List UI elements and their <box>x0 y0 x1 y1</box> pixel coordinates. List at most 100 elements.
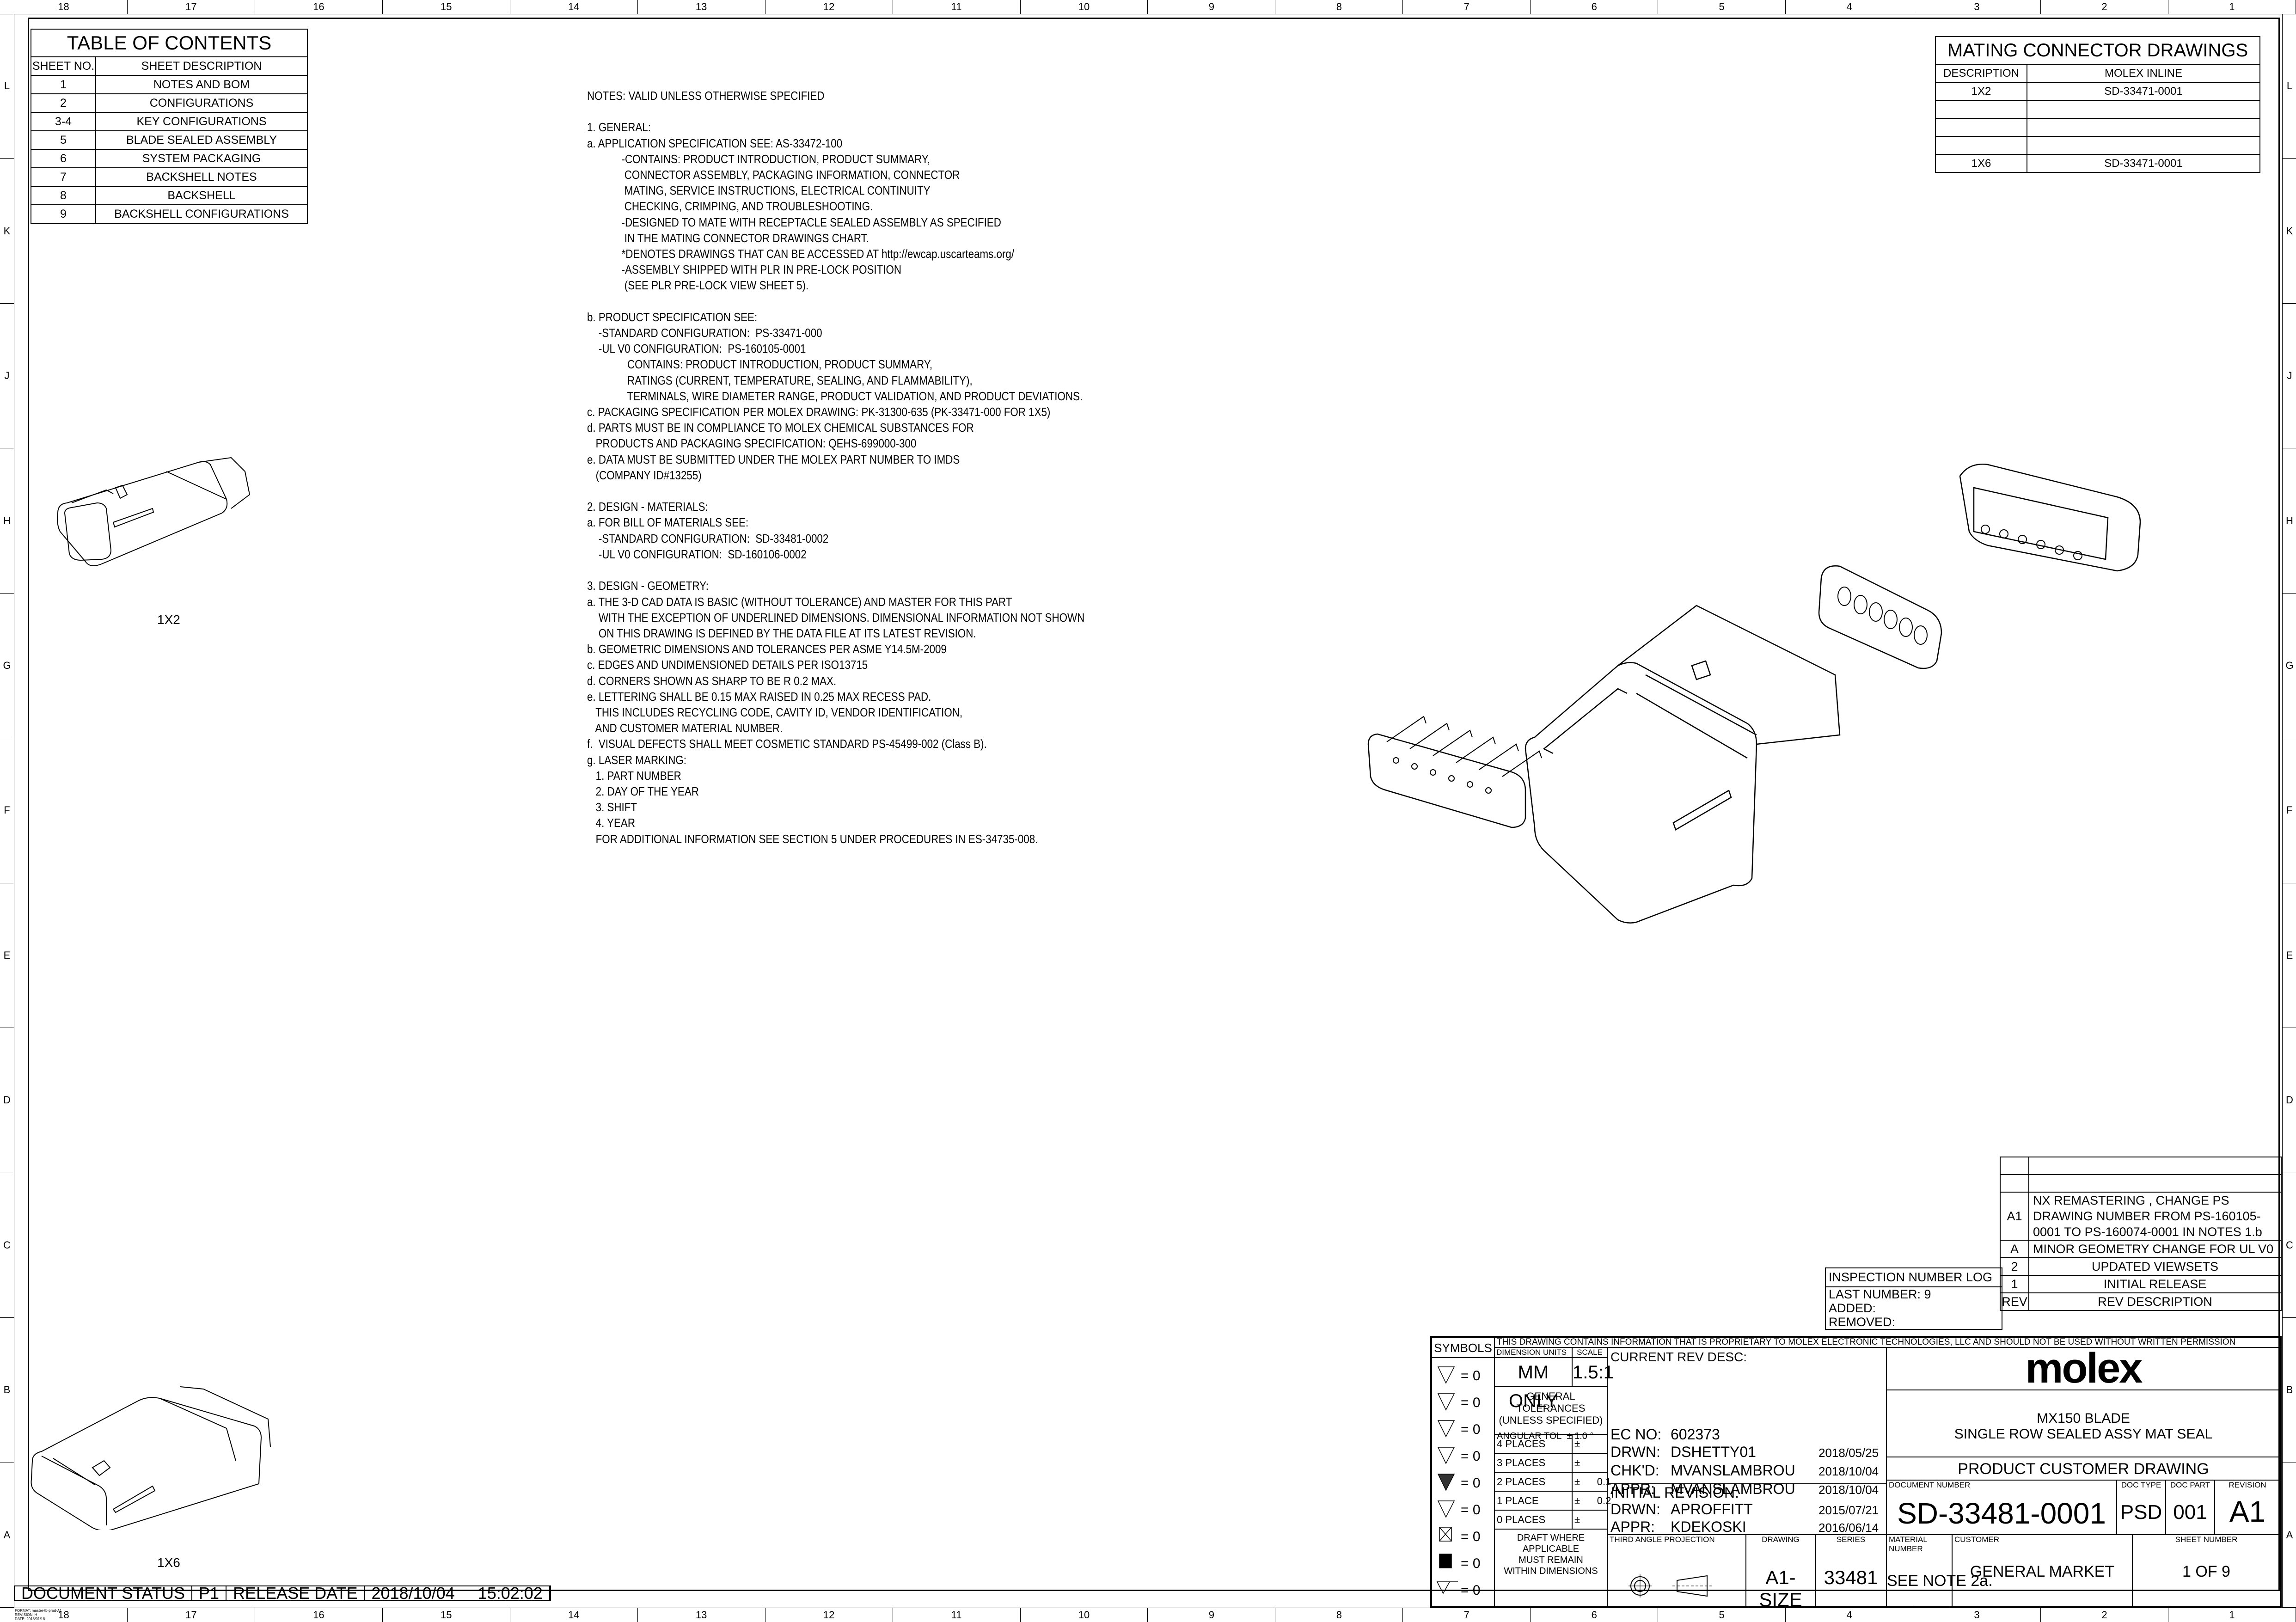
receptacle-part <box>1959 464 2141 572</box>
toc-sheet: 3-4 <box>31 112 96 131</box>
zone-row: B <box>2283 1318 2296 1463</box>
draft-note-line: DRAFT WHERE APPLICABLE <box>1517 1533 1585 1554</box>
init-drwn-label: DRWN: <box>1610 1501 1660 1518</box>
zone-col: 11 <box>893 1608 1021 1622</box>
drwn-label: DRWN: <box>1610 1444 1660 1460</box>
zone-col: 11 <box>893 0 1021 14</box>
tol-3-places-value: ± <box>1572 1453 1607 1472</box>
projection-cell: THIRD ANGLE PROJECTION <box>1607 1535 1746 1608</box>
zone-col: 5 <box>1658 1608 1786 1622</box>
release-datetime: 2018/10/04 15:02:02 <box>365 1584 550 1603</box>
zone-col: 5 <box>1658 0 1786 14</box>
tol-0-places-label: 0 PLACES <box>1494 1510 1572 1529</box>
init-approved-by: KDEKOSKI <box>1671 1518 1746 1535</box>
unless-specified-label: (UNLESS SPECIFIED) <box>1499 1414 1603 1426</box>
zone-row: E <box>2283 883 2296 1028</box>
tol-1-place-label: 1 PLACE <box>1494 1491 1572 1510</box>
zone-col: 6 <box>1531 1608 1659 1622</box>
general-notes: NOTES: VALID UNLESS OTHERWISE SPECIFIED … <box>587 89 1085 846</box>
zone-row: F <box>0 738 14 883</box>
zone-row: J <box>2283 304 2296 449</box>
general-tolerances-label: GENERAL TOLERANCES <box>1516 1390 1586 1414</box>
zone-col: 10 <box>1021 0 1148 14</box>
zone-col: 7 <box>1403 0 1531 14</box>
zone-col: 8 <box>1275 1608 1403 1622</box>
view-label-1x2: 1X2 <box>157 612 180 627</box>
document-status-label: DOCUMENT STATUS <box>15 1585 193 1602</box>
doc-part-cell: DOC PART 001 <box>2166 1480 2215 1535</box>
symbols-list: = 0 = 0 = 0 = 0 = 0 = 0 = 0 = 0 = 0 <box>1432 1358 1494 1608</box>
zone-row: L <box>0 14 14 159</box>
inspection-title: INSPECTION NUMBER LOG <box>1826 1268 2002 1287</box>
material-number: SEE NOTE 2a. <box>1887 1572 1993 1590</box>
rev-desc: NX REMASTERING , CHANGE PS DRAWING NUMBE… <box>2028 1192 2282 1241</box>
dimension-units-label: DIMENSION UNITS <box>1494 1347 1572 1358</box>
release-date: 2018/10/04 <box>371 1584 455 1603</box>
mcd-row <box>1935 118 2260 137</box>
drawing-size: A1-SIZE <box>1759 1567 1802 1610</box>
init-drawn-date: 2015/07/21 <box>1818 1503 1879 1517</box>
toc-desc: BACKSHELL NOTES <box>95 167 308 187</box>
symbol-glyphs-icon <box>1436 1366 1458 1594</box>
zone-col: 15 <box>383 1608 510 1622</box>
series-cell: SERIES 33481 <box>1815 1535 1886 1608</box>
symbol-fc-value: = 0 <box>1461 1395 1481 1410</box>
zone-row: B <box>0 1318 14 1463</box>
zone-col: 1 <box>2168 0 2296 14</box>
zone-col: 8 <box>1275 0 1403 14</box>
toc-sheet: 1 <box>31 75 96 94</box>
ec-no-label: EC NO: <box>1610 1426 1662 1443</box>
zone-row: K <box>0 159 14 304</box>
product-title: MX150 BLADE SINGLE ROW SEALED ASSY MAT S… <box>1886 1390 2280 1457</box>
tol-4-places-label: 4 PLACES <box>1494 1434 1572 1453</box>
symbol-x-box-value: = 0 <box>1461 1529 1481 1544</box>
exploded-assembly-drawing-icon <box>1367 464 2141 924</box>
tol-0-places-value: ± <box>1572 1510 1607 1529</box>
connector-1x2-drawing-icon <box>57 457 251 566</box>
toc-sheet: 8 <box>31 186 96 205</box>
mcd-title: MATING CONNECTOR DRAWINGS <box>1935 36 2260 65</box>
doc-part: 001 <box>2173 1501 2207 1524</box>
zone-row: F <box>2283 738 2296 883</box>
drawing-size-cell: DRAWING A1-SIZE <box>1746 1535 1815 1610</box>
toc-sheet: 5 <box>31 130 96 150</box>
drawing-label: DRAWING <box>1762 1535 1800 1544</box>
rev-desc: UPDATED VIEWSETS <box>2028 1257 2282 1276</box>
zone-col: 12 <box>765 0 893 14</box>
zone-col: 18 <box>0 0 128 14</box>
zone-row: A <box>2283 1463 2296 1608</box>
draft-note: DRAFT WHERE APPLICABLE MUST REMAIN WITHI… <box>1494 1529 1607 1608</box>
init-drawn-by: APROFFITT <box>1671 1501 1753 1518</box>
zone-row: E <box>0 883 14 1028</box>
sheet-number-cell: SHEET NUMBER 1 OF 9 <box>2132 1535 2280 1608</box>
release-time: 15:02:02 <box>478 1584 543 1603</box>
init-approved-date: 2016/06/14 <box>1818 1521 1879 1535</box>
rev-code: 1 <box>2000 1275 2029 1293</box>
zone-row: J <box>0 304 14 449</box>
format-line: REVISION: H <box>15 1613 37 1617</box>
angular-tol-label: ANGULAR TOL <box>1497 1431 1562 1441</box>
mcd-desc <box>1935 118 2027 137</box>
zone-ruler-right: L K J H G F E D C B A <box>2282 14 2296 1608</box>
material-number-cell: MATERIAL NUMBER SEE NOTE 2a. <box>1886 1535 1993 1608</box>
mcd-desc: 1X2 <box>1935 82 2027 101</box>
customer: GENERAL MARKET <box>1970 1563 2115 1580</box>
third-angle-projection-icon <box>1629 1574 1712 1598</box>
symbols-label: SYMBOLS <box>1432 1337 1494 1358</box>
zone-row: G <box>2283 594 2296 739</box>
symbol-s-value: = 0 <box>1461 1449 1481 1464</box>
drawing-border <box>28 18 2280 1591</box>
rev-header-code: REV <box>2000 1292 2029 1311</box>
zone-col: 17 <box>128 1608 255 1622</box>
draft-note-line: WITHIN DIMENSIONS <box>1504 1566 1598 1576</box>
